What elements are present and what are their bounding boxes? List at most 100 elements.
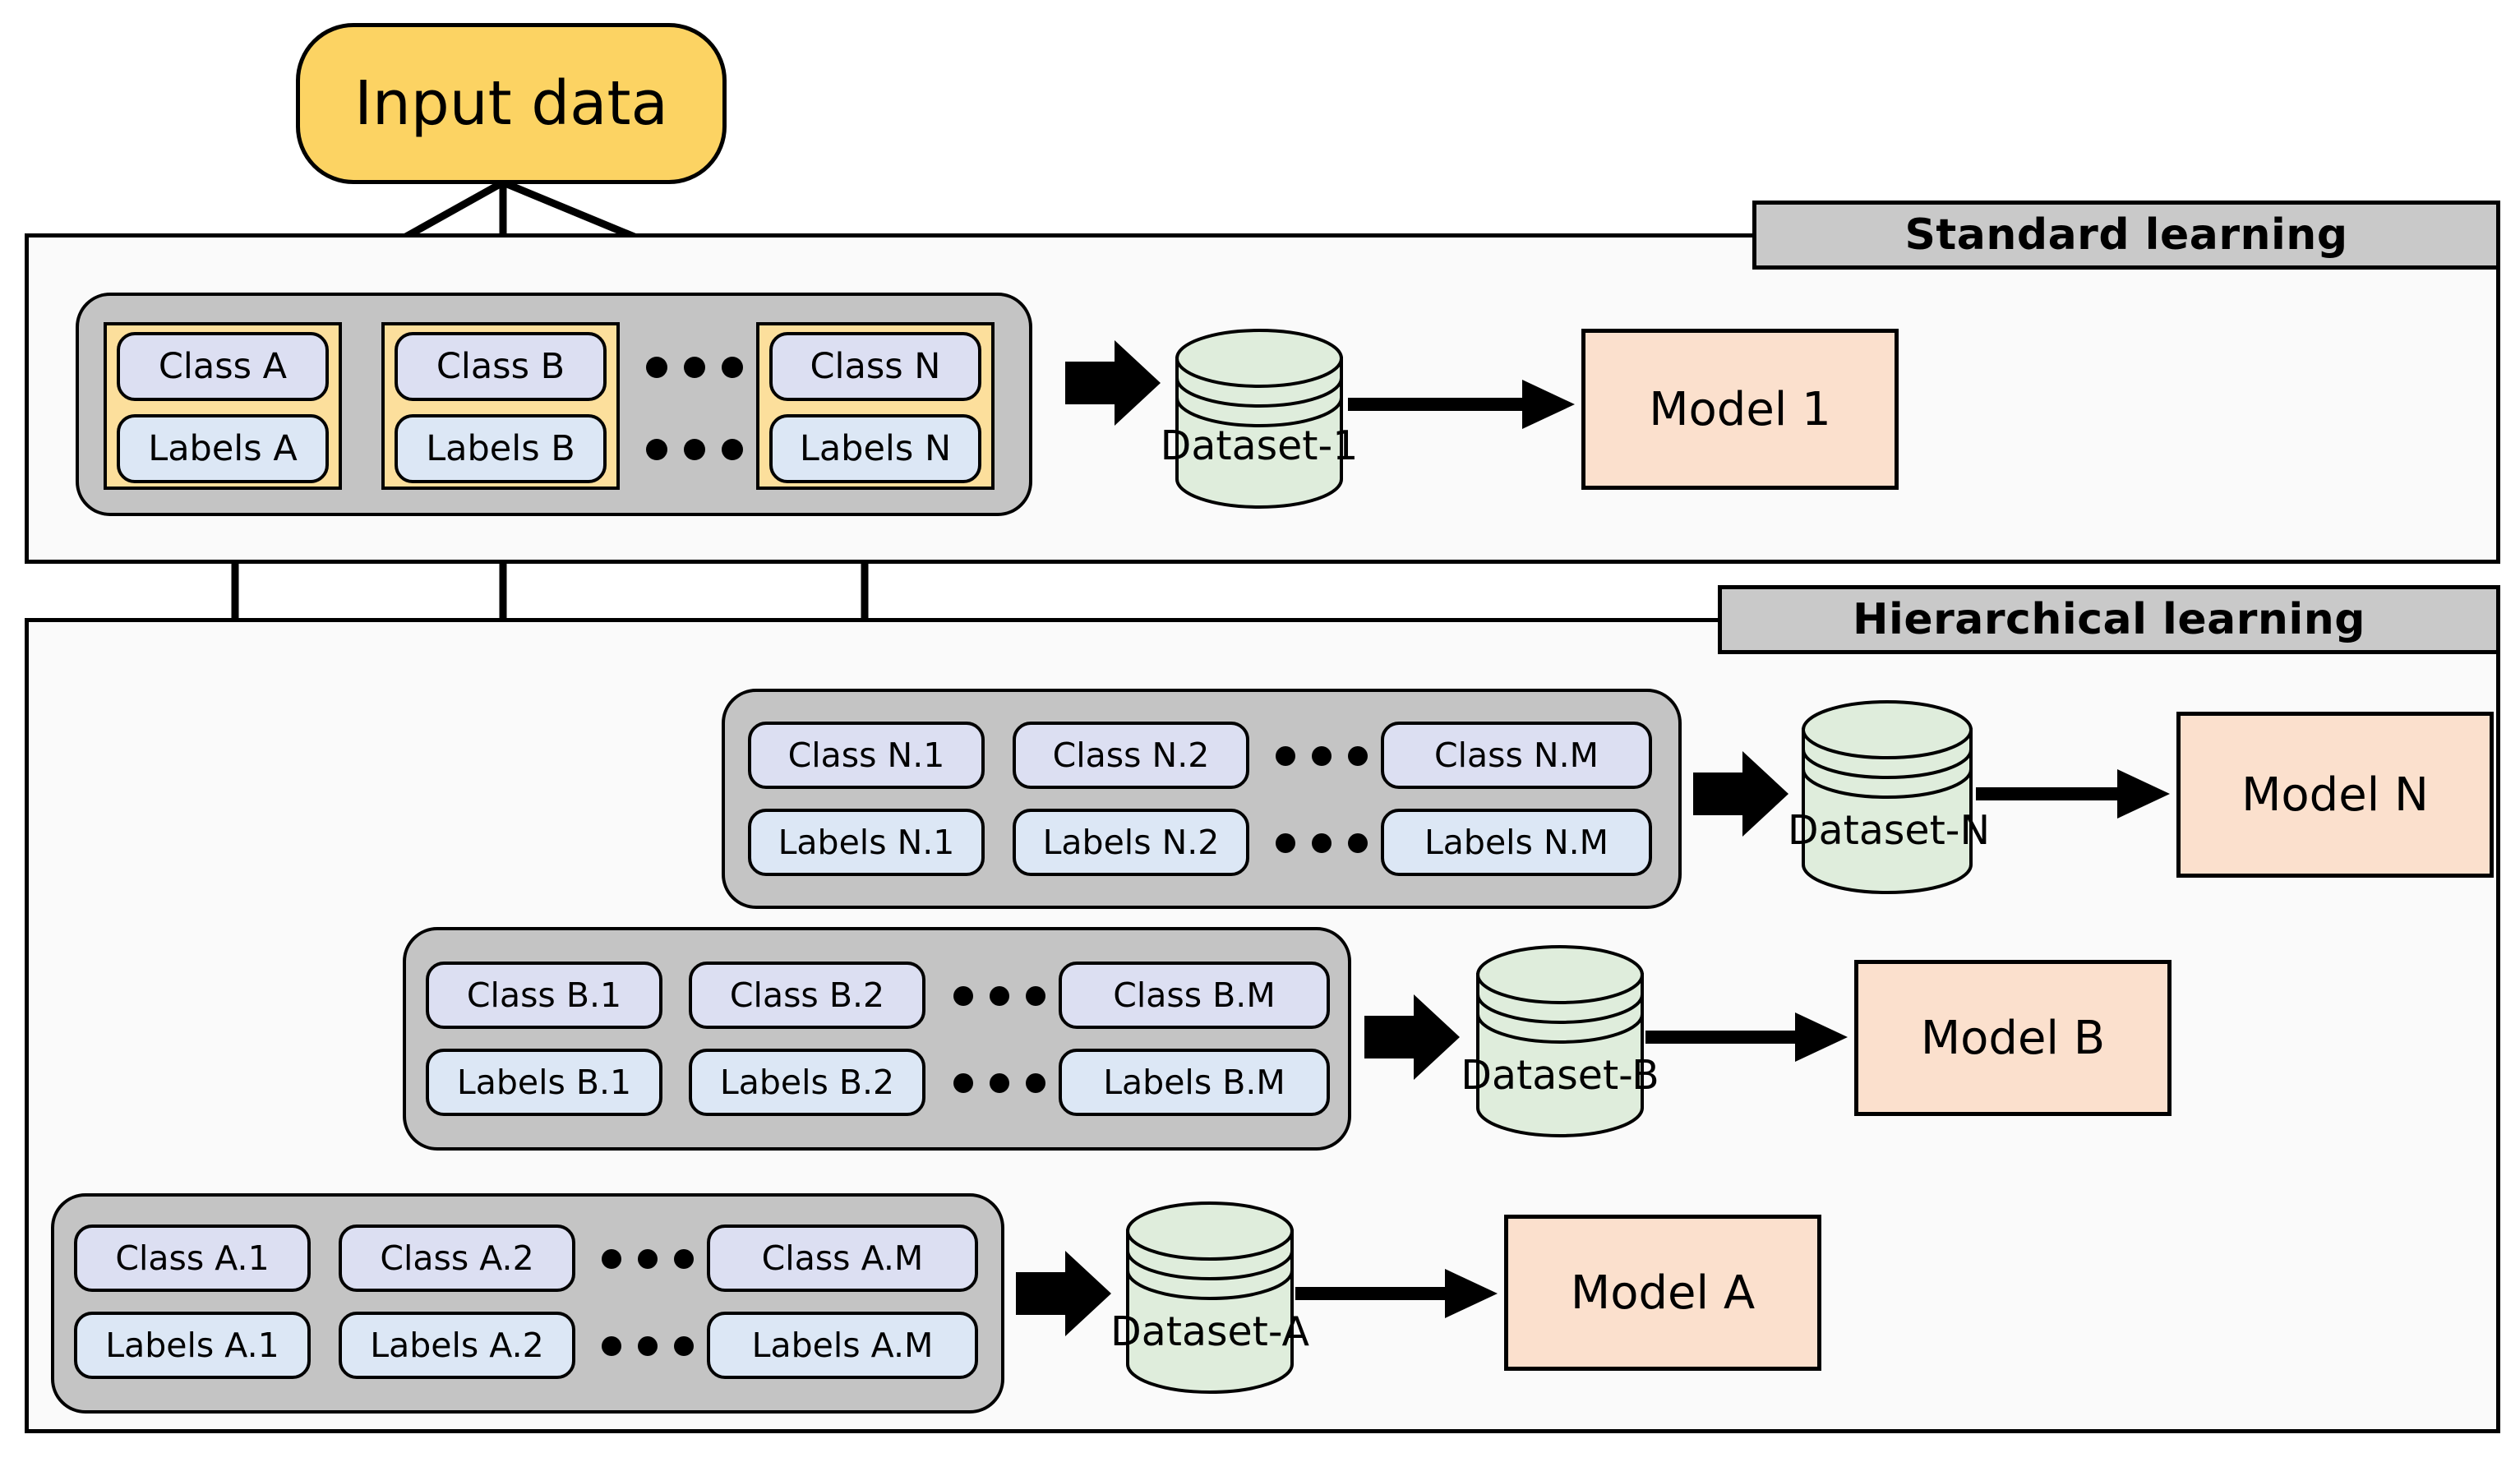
model-1-box[interactable]: Model 1 [1581, 329, 1899, 490]
chip-labels-A1[interactable]: Labels A.1 [74, 1312, 311, 1379]
model-B-box[interactable]: Model B [1854, 960, 2172, 1116]
chip-labels-BM-label: Labels B.M [1103, 1063, 1285, 1102]
chip-class-N-label: Class N [810, 346, 941, 387]
hier-group-B [403, 927, 1351, 1151]
banner-hierarchical-learning: Hierarchical learning [1718, 585, 2500, 654]
dataset-B-label-wrap: Dataset-B [1461, 1050, 1659, 1100]
chip-class-NM-label: Class N.M [1434, 736, 1599, 775]
chip-class-N2[interactable]: Class N.2 [1013, 722, 1249, 789]
ellipsis-dot [684, 439, 705, 460]
ellipsis-dot [674, 1249, 694, 1269]
chip-class-N1-label: Class N.1 [787, 736, 945, 775]
model-A-box[interactable]: Model A [1504, 1215, 1821, 1371]
chip-labels-B[interactable]: Labels B [395, 414, 607, 483]
chip-labels-B-label: Labels B [426, 428, 575, 469]
chip-labels-B1-label: Labels B.1 [456, 1063, 632, 1102]
ellipsis-dot [646, 357, 667, 378]
chip-labels-N2-label: Labels N.2 [1042, 823, 1220, 862]
model-B-label: Model B [1920, 1011, 2106, 1065]
dataset-1-label-wrap: Dataset-1 [1161, 421, 1359, 470]
chip-labels-B2-label: Labels B.2 [719, 1063, 895, 1102]
chip-class-N1[interactable]: Class N.1 [748, 722, 985, 789]
chip-labels-N-label: Labels N [799, 428, 952, 469]
ellipsis-hier-A-class-row [602, 1249, 694, 1269]
chip-class-B2-label: Class B.2 [729, 975, 885, 1015]
chip-labels-AM[interactable]: Labels A.M [707, 1312, 978, 1379]
chip-class-A[interactable]: Class A [117, 332, 329, 401]
ellipsis-dot [646, 439, 667, 460]
chip-labels-A[interactable]: Labels A [117, 414, 329, 483]
ellipsis-hier-N-labels-row [1276, 833, 1368, 853]
dataset-N-label: Dataset-N [1787, 806, 1991, 854]
ellipsis-dot [1312, 833, 1332, 853]
chip-class-N[interactable]: Class N [769, 332, 981, 401]
input-data-label: Input data [354, 68, 668, 139]
ellipsis-dot [990, 1073, 1009, 1093]
chip-class-AM[interactable]: Class A.M [707, 1224, 978, 1292]
ellipsis-hier-N-class-row [1276, 746, 1368, 766]
ellipsis-dot [953, 1073, 973, 1093]
chip-class-NM[interactable]: Class N.M [1381, 722, 1652, 789]
ellipsis-hier-B-class-row [953, 986, 1045, 1006]
chip-class-B[interactable]: Class B [395, 332, 607, 401]
ellipsis-dot [602, 1336, 621, 1356]
chip-labels-A2[interactable]: Labels A.2 [339, 1312, 575, 1379]
ellipsis-dot [674, 1336, 694, 1356]
ellipsis-dot [684, 357, 705, 378]
chip-class-A1-label: Class A.1 [115, 1238, 270, 1278]
chip-labels-AM-label: Labels A.M [751, 1326, 934, 1365]
chip-labels-N[interactable]: Labels N [769, 414, 981, 483]
ellipsis-dot [722, 439, 743, 460]
ellipsis-dot [722, 357, 743, 378]
chip-labels-A1-label: Labels A.1 [105, 1326, 279, 1365]
ellipsis-dot [1276, 833, 1295, 853]
chip-class-B-label: Class B [436, 346, 565, 387]
chip-class-B2[interactable]: Class B.2 [689, 962, 925, 1029]
chip-class-B1[interactable]: Class B.1 [426, 962, 662, 1029]
chip-labels-NM[interactable]: Labels N.M [1381, 809, 1652, 876]
chip-class-N2-label: Class N.2 [1052, 736, 1210, 775]
dataset-A-label: Dataset-A [1110, 1307, 1310, 1355]
chip-labels-B1[interactable]: Labels B.1 [426, 1049, 662, 1116]
model-N-label: Model N [2241, 768, 2429, 822]
chip-labels-BM[interactable]: Labels B.M [1059, 1049, 1330, 1116]
model-A-label: Model A [1570, 1266, 1756, 1320]
chip-labels-N1[interactable]: Labels N.1 [748, 809, 985, 876]
banner-standard-learning-label: Standard learning [1904, 210, 2348, 260]
ellipsis-hier-B-labels-row [953, 1073, 1045, 1093]
chip-class-B1-label: Class B.1 [466, 975, 622, 1015]
ellipsis-standard-labels-row [646, 439, 743, 460]
chip-labels-N1-label: Labels N.1 [778, 823, 955, 862]
banner-standard-learning: Standard learning [1752, 201, 2500, 270]
chip-labels-A-label: Labels A [148, 428, 298, 469]
chip-class-BM-label: Class B.M [1113, 975, 1276, 1015]
ellipsis-standard-class-row [646, 357, 743, 378]
ellipsis-dot [1026, 986, 1045, 1006]
ellipsis-dot [602, 1249, 621, 1269]
ellipsis-dot [638, 1249, 658, 1269]
ellipsis-dot [638, 1336, 658, 1356]
ellipsis-dot [1276, 746, 1295, 766]
input-data-node: Input data [296, 23, 727, 184]
chip-labels-B2[interactable]: Labels B.2 [689, 1049, 925, 1116]
chip-class-AM-label: Class A.M [761, 1238, 924, 1278]
chip-class-A2-label: Class A.2 [380, 1238, 534, 1278]
dataset-A-label-wrap: Dataset-A [1110, 1307, 1309, 1356]
ellipsis-dot [1312, 746, 1332, 766]
banner-hierarchical-learning-label: Hierarchical learning [1853, 595, 2365, 644]
dataset-1-label: Dataset-1 [1160, 422, 1359, 469]
chip-class-A1[interactable]: Class A.1 [74, 1224, 311, 1292]
chip-labels-A2-label: Labels A.2 [370, 1326, 544, 1365]
chip-class-BM[interactable]: Class B.M [1059, 962, 1330, 1029]
chip-labels-N2[interactable]: Labels N.2 [1013, 809, 1249, 876]
model-1-label: Model 1 [1649, 382, 1831, 436]
ellipsis-dot [1348, 746, 1368, 766]
dataset-B-label: Dataset-B [1461, 1051, 1659, 1099]
ellipsis-dot [1348, 833, 1368, 853]
ellipsis-dot [953, 986, 973, 1006]
ellipsis-dot [990, 986, 1009, 1006]
model-N-box[interactable]: Model N [2176, 712, 2494, 878]
ellipsis-dot [1026, 1073, 1045, 1093]
chip-class-A2[interactable]: Class A.2 [339, 1224, 575, 1292]
